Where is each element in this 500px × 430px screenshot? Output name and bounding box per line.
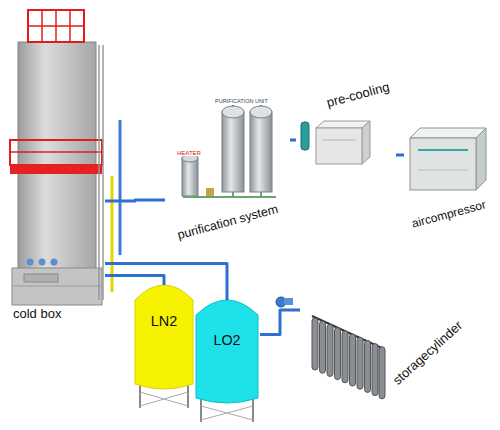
- pre-cooling: pre-cooling: [296, 76, 396, 170]
- storage-cylinder: storagecylinder: [300, 298, 480, 418]
- lo2-tank: LO2: [194, 300, 260, 408]
- air-compressor: [410, 128, 486, 190]
- purification-system: purification system: [165, 95, 290, 245]
- pipe-connector: [396, 154, 404, 157]
- pipe-connector: [290, 138, 296, 141]
- tag-label: HEATER: [176, 150, 202, 156]
- pipe-connector: [105, 200, 165, 201]
- ln2-tank: LN2: [133, 285, 195, 390]
- cold-box: cold box: [5, 5, 105, 327]
- equipment-label: storagecylinder: [390, 318, 466, 388]
- pipe-connector: [260, 310, 300, 335]
- purification-vessels: [182, 100, 276, 197]
- equipment-label: purification system: [176, 202, 280, 243]
- pipe-connector: [105, 264, 227, 300]
- pipe-connector: [105, 276, 164, 286]
- equipment-label: LO2: [194, 332, 260, 349]
- air-compressor: aircompressor: [404, 125, 495, 245]
- cold-box-column: [10, 10, 120, 305]
- equipment-label: cold box: [13, 307, 61, 322]
- ln2-tank: [135, 285, 193, 408]
- tag-label: PURIFICATION UNIT: [214, 99, 269, 105]
- equipment-label: LN2: [133, 313, 195, 330]
- equipment-label: aircompressor: [411, 198, 488, 231]
- lo2-tank: [196, 300, 258, 422]
- storage-cylinders: [276, 297, 385, 399]
- pre-cooling-unit: [301, 121, 370, 164]
- equipment-label: pre-cooling: [325, 80, 391, 111]
